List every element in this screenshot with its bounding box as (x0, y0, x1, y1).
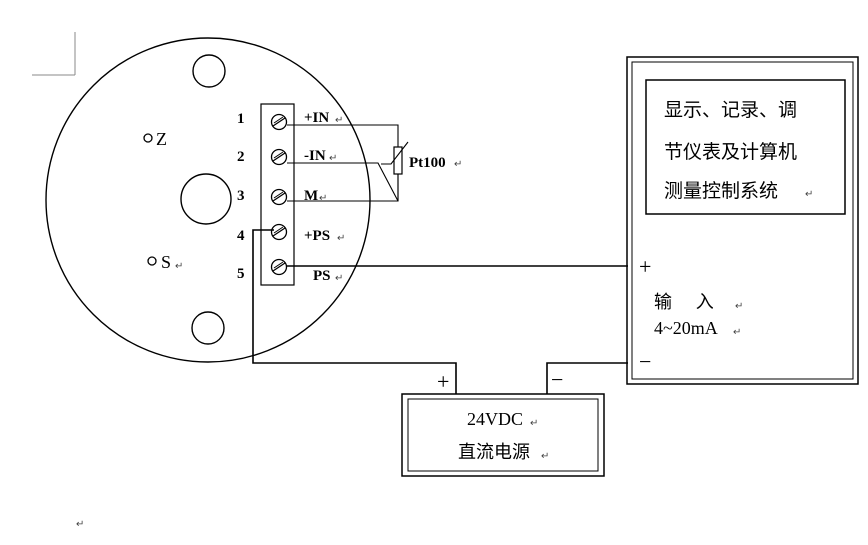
thermal-resistor-diagonal (381, 141, 409, 165)
paragraph-mark: ↵ (733, 327, 741, 338)
terminal-label: +PS (304, 228, 330, 244)
pt100-sensor (287, 124, 409, 202)
paragraph-mark: ↵ (175, 261, 183, 272)
paragraph-mark: ↵ (335, 115, 343, 126)
page-corner-mark (32, 32, 76, 76)
terminal-5: 5 PS ↵ (237, 258, 343, 284)
zero-adjust-point (143, 133, 153, 143)
power-supply: + − 24VDC ↵ 直流电源 ↵ (401, 367, 605, 477)
paragraph-mark: ↵ (329, 153, 337, 164)
terminal-number: 2 (237, 149, 245, 165)
terminal-screw-icon (270, 258, 288, 276)
center-hole (180, 173, 232, 225)
wire-in-plus (287, 124, 399, 147)
display-system-outer (626, 56, 859, 385)
terminal-number: 3 (237, 188, 245, 204)
display-system-title-box (645, 79, 846, 215)
paragraph-mark: ↵ (541, 451, 549, 462)
paragraph-mark: ↵ (76, 519, 84, 530)
terminal-label: PS (313, 268, 331, 284)
terminal-label: +IN (304, 110, 329, 126)
terminal-1: 1 +IN ↵ (237, 110, 343, 131)
terminal-2: 2 -IN ↵ (237, 148, 337, 166)
terminal-screw-icon (270, 148, 288, 166)
input-plus-sign: + (639, 254, 651, 279)
display-title-line-1: 显示、记录、调 (664, 99, 797, 121)
supply-minus-sign: − (551, 367, 563, 392)
input-range: 4~20mA (654, 318, 718, 338)
paragraph-mark: ↵ (805, 189, 813, 200)
terminal-3: 3 M ↵ (237, 188, 327, 206)
paragraph-mark: ↵ (735, 301, 743, 312)
loop-wiring (252, 229, 628, 394)
power-supply-inner (407, 398, 599, 472)
wire-in-minus (287, 162, 399, 202)
power-supply-outer (401, 393, 605, 477)
terminal-number: 4 (237, 228, 245, 244)
display-title-line-2: 节仪表及计算机 (664, 141, 797, 163)
span-adjust-point (147, 256, 157, 266)
terminal-block-outline (260, 103, 295, 286)
zero-adjust-label: Z (156, 129, 167, 149)
display-system-inner (631, 61, 854, 380)
terminal-screw-icon (270, 223, 288, 241)
terminal-label: -IN (304, 148, 326, 164)
mount-hole-top (192, 54, 226, 88)
terminal-block: 1 +IN ↵ 2 -IN ↵ 3 M ↵ 4 (237, 103, 345, 286)
paragraph-mark: ↵ (530, 418, 538, 429)
transmitter-housing: Z S ↵ (45, 37, 371, 363)
sensor-label: Pt100 (409, 155, 446, 171)
terminal-label: M (304, 188, 318, 204)
terminal-screw-icon (270, 113, 288, 131)
paragraph-mark: ↵ (337, 233, 345, 244)
paragraph-mark: ↵ (335, 273, 343, 284)
wire-supply-minus (546, 362, 628, 394)
wire-ps-plus (252, 229, 457, 394)
input-label: 输 入 (654, 292, 714, 313)
supply-name: 直流电源 (458, 442, 530, 463)
terminal-number: 5 (237, 266, 245, 282)
input-minus-sign: − (639, 349, 651, 374)
housing-outline (45, 37, 371, 363)
terminal-4: 4 +PS ↵ (237, 223, 345, 244)
display-title-line-3: 测量控制系统 (664, 180, 778, 202)
terminal-screw-icon (270, 188, 288, 206)
supply-plus-sign: + (437, 369, 449, 394)
paragraph-mark: ↵ (319, 193, 327, 204)
display-system: 显示、记录、调 节仪表及计算机 测量控制系统 ↵ + 输 入 ↵ 4~20mA … (626, 56, 859, 385)
mount-hole-bottom (191, 311, 225, 345)
span-adjust-label: S (161, 252, 171, 272)
paragraph-mark: ↵ (454, 159, 462, 170)
supply-voltage: 24VDC (467, 409, 523, 429)
terminal-number: 1 (237, 111, 245, 127)
